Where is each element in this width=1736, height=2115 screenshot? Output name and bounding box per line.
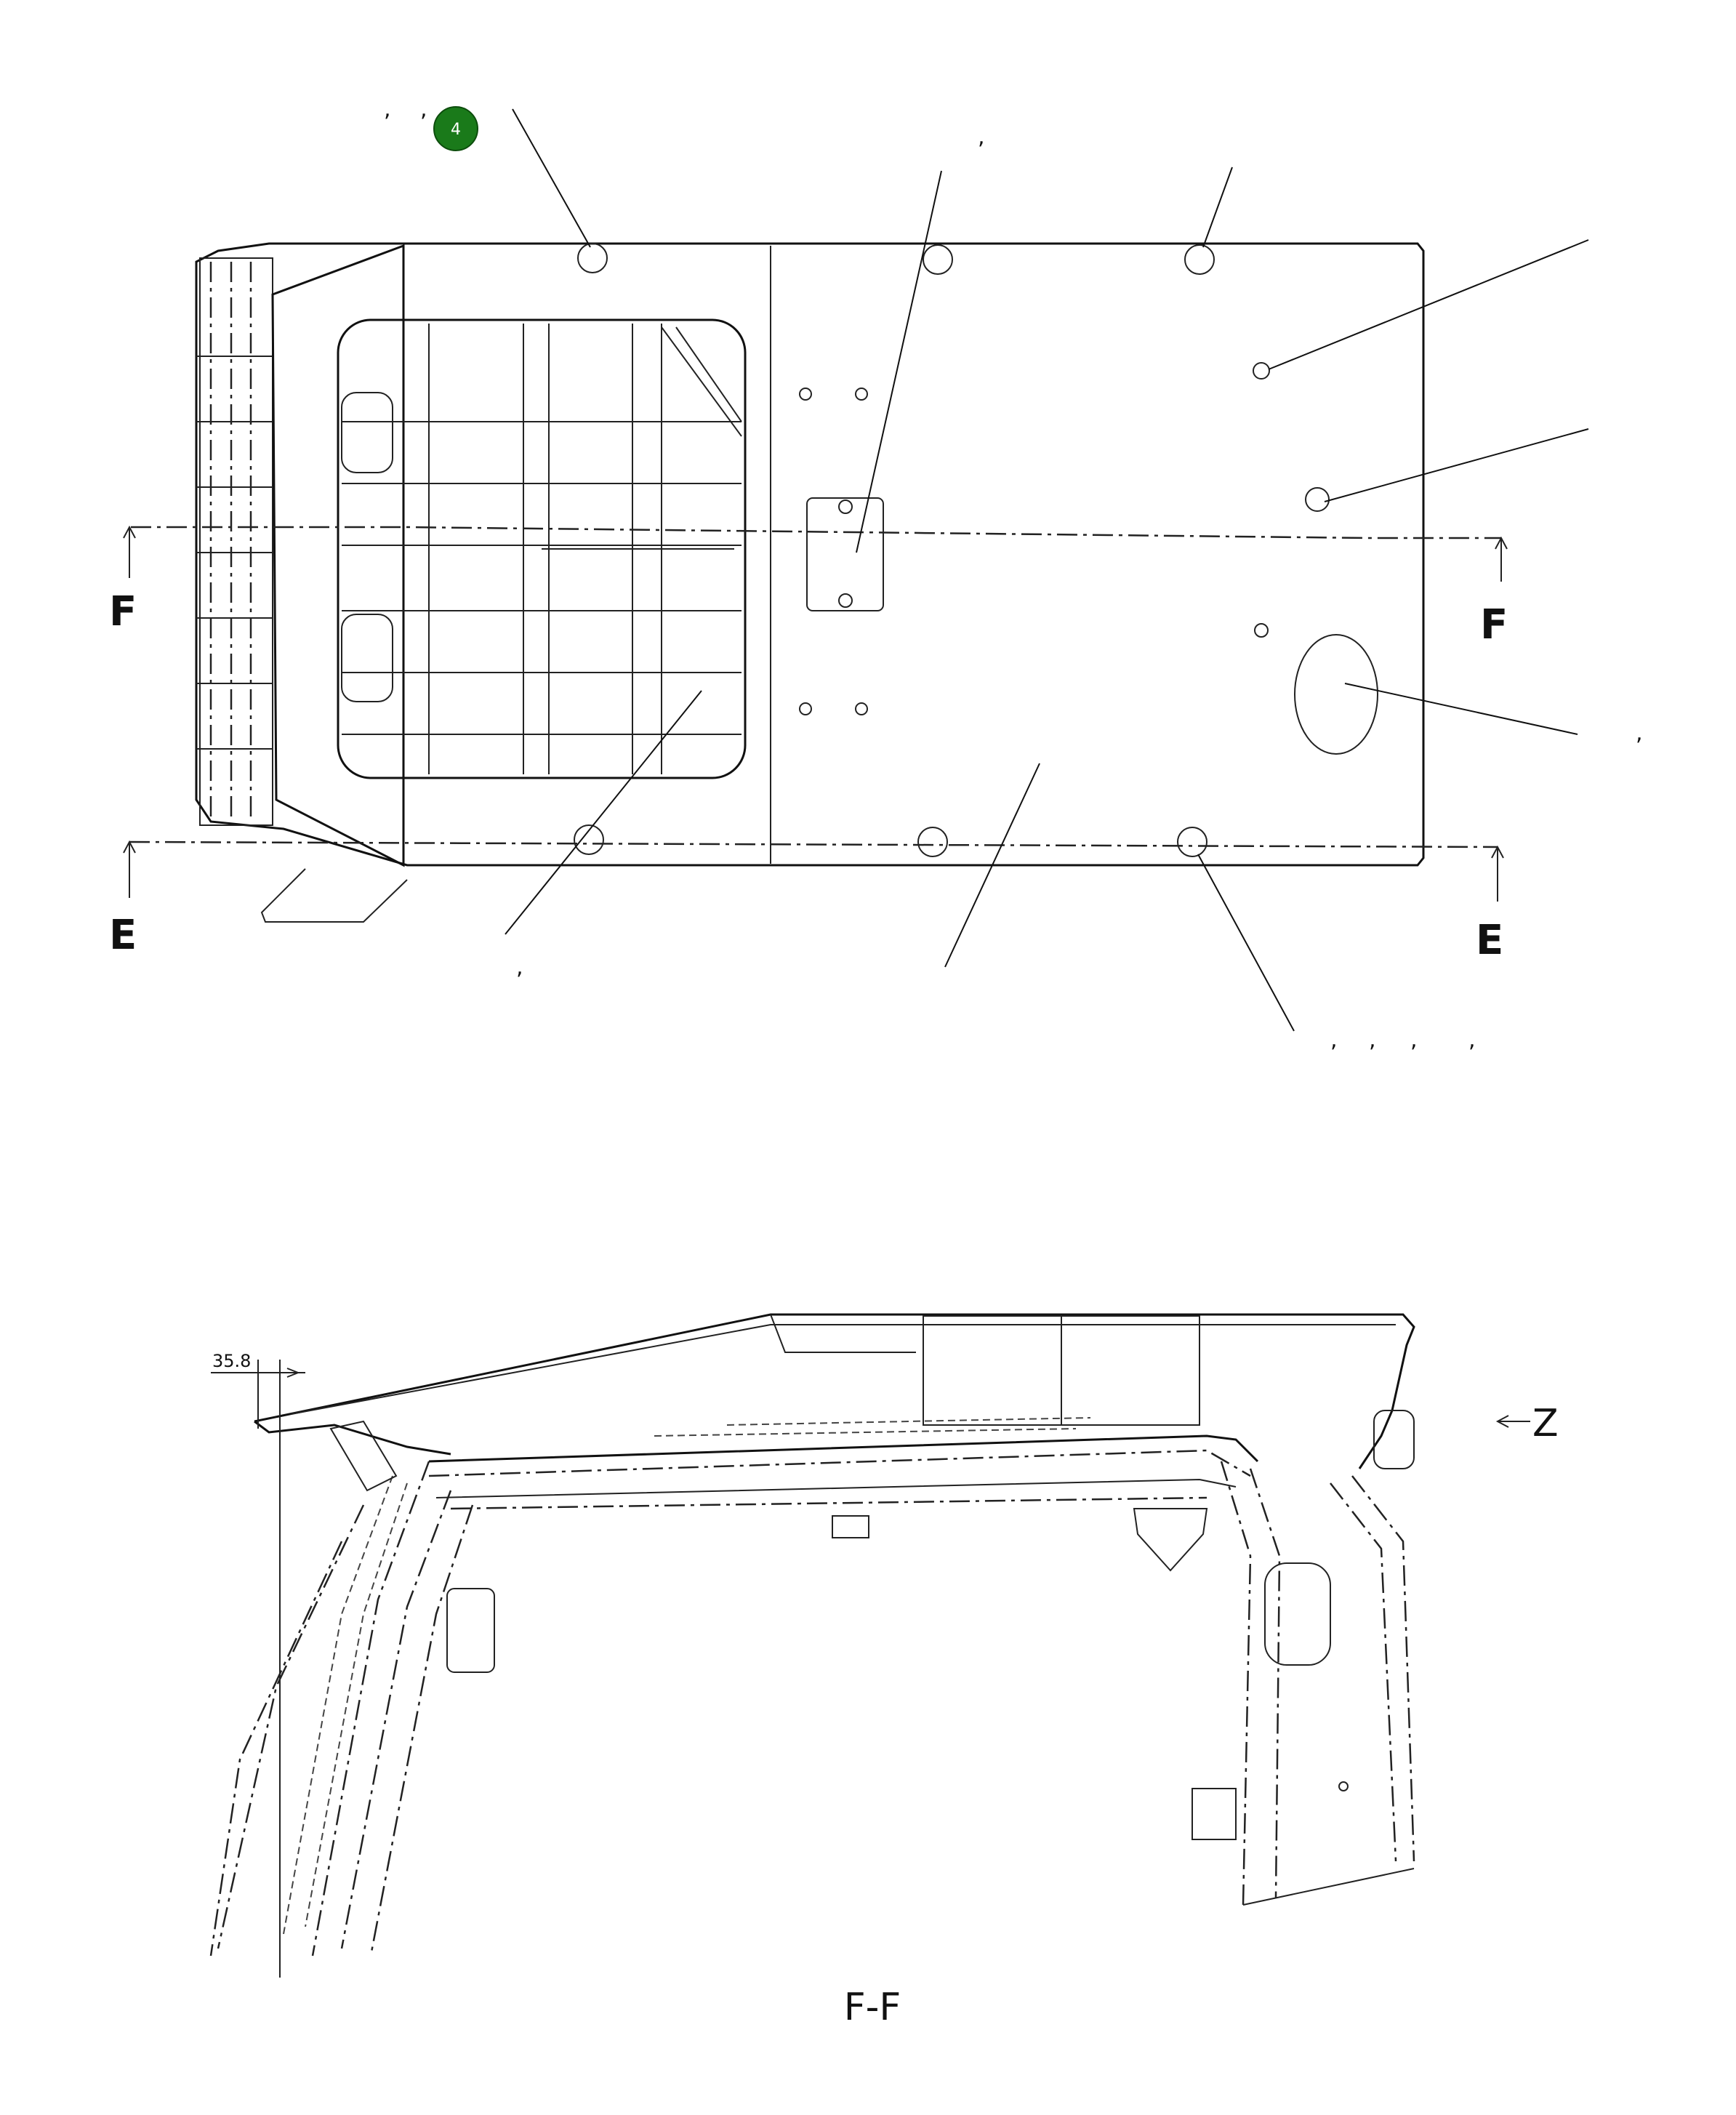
wire-harness: [654, 1417, 1091, 1437]
roof-outline: [195, 242, 1425, 867]
skylight-grid: [341, 324, 742, 774]
view-marker-label: Z: [1532, 1402, 1559, 1445]
callout-badge-number[interactable]: 4: [451, 121, 461, 139]
section-mark-e-right: E: [1476, 917, 1503, 964]
roof-hatch: [1294, 634, 1378, 755]
leader-lines: [505, 108, 1589, 1032]
roof-profile: [254, 1313, 1415, 1469]
center-plate: [806, 497, 884, 611]
view-marker-z: Z: [1495, 1402, 1559, 1445]
section-mark-e-left: E: [109, 912, 137, 959]
dimension-35-8: 35.8: [211, 1351, 305, 1978]
svg-text:,: ,: [978, 124, 985, 150]
svg-text:,: ,: [420, 97, 427, 122]
svg-text:,: ,: [1636, 721, 1643, 746]
mount-holes: [574, 243, 1330, 857]
side-mirror-left: [329, 1420, 398, 1492]
svg-text:,: ,: [384, 97, 391, 122]
section-view-ff: 35.8 Z F-F: [209, 1313, 1559, 2029]
callout-badge[interactable]: 4: [433, 106, 478, 151]
front-grille: [196, 257, 273, 826]
left-pillar: [209, 1461, 495, 1957]
top-view: F F E E , , , , , , , , ,: [109, 97, 1643, 1053]
section-title: F-F: [844, 1986, 901, 2029]
skylight-window: [337, 318, 747, 779]
section-mark-f-left: F: [109, 588, 137, 635]
center-bracket: [1133, 1508, 1208, 1572]
svg-text:,: ,: [1468, 1027, 1476, 1053]
svg-text:,: ,: [1369, 1027, 1376, 1053]
section-mark-f-right: F: [1480, 601, 1508, 649]
callout-labels: , , , , , , , , ,: [384, 97, 1643, 1053]
step: [260, 868, 408, 923]
svg-text:,: ,: [1330, 1027, 1338, 1053]
callout-badge-circle[interactable]: [433, 106, 478, 151]
section-line-f: [131, 526, 1501, 539]
svg-text:,: ,: [1410, 1027, 1418, 1053]
side-mirror-right: [1373, 1410, 1415, 1469]
right-pillar: [1192, 1461, 1415, 1906]
roof-beam: [428, 1434, 1259, 1463]
section-line-e: [129, 840, 1498, 848]
dimension-label: 35.8: [212, 1351, 251, 1371]
svg-text:,: ,: [516, 955, 523, 980]
front-panel: [271, 244, 405, 867]
